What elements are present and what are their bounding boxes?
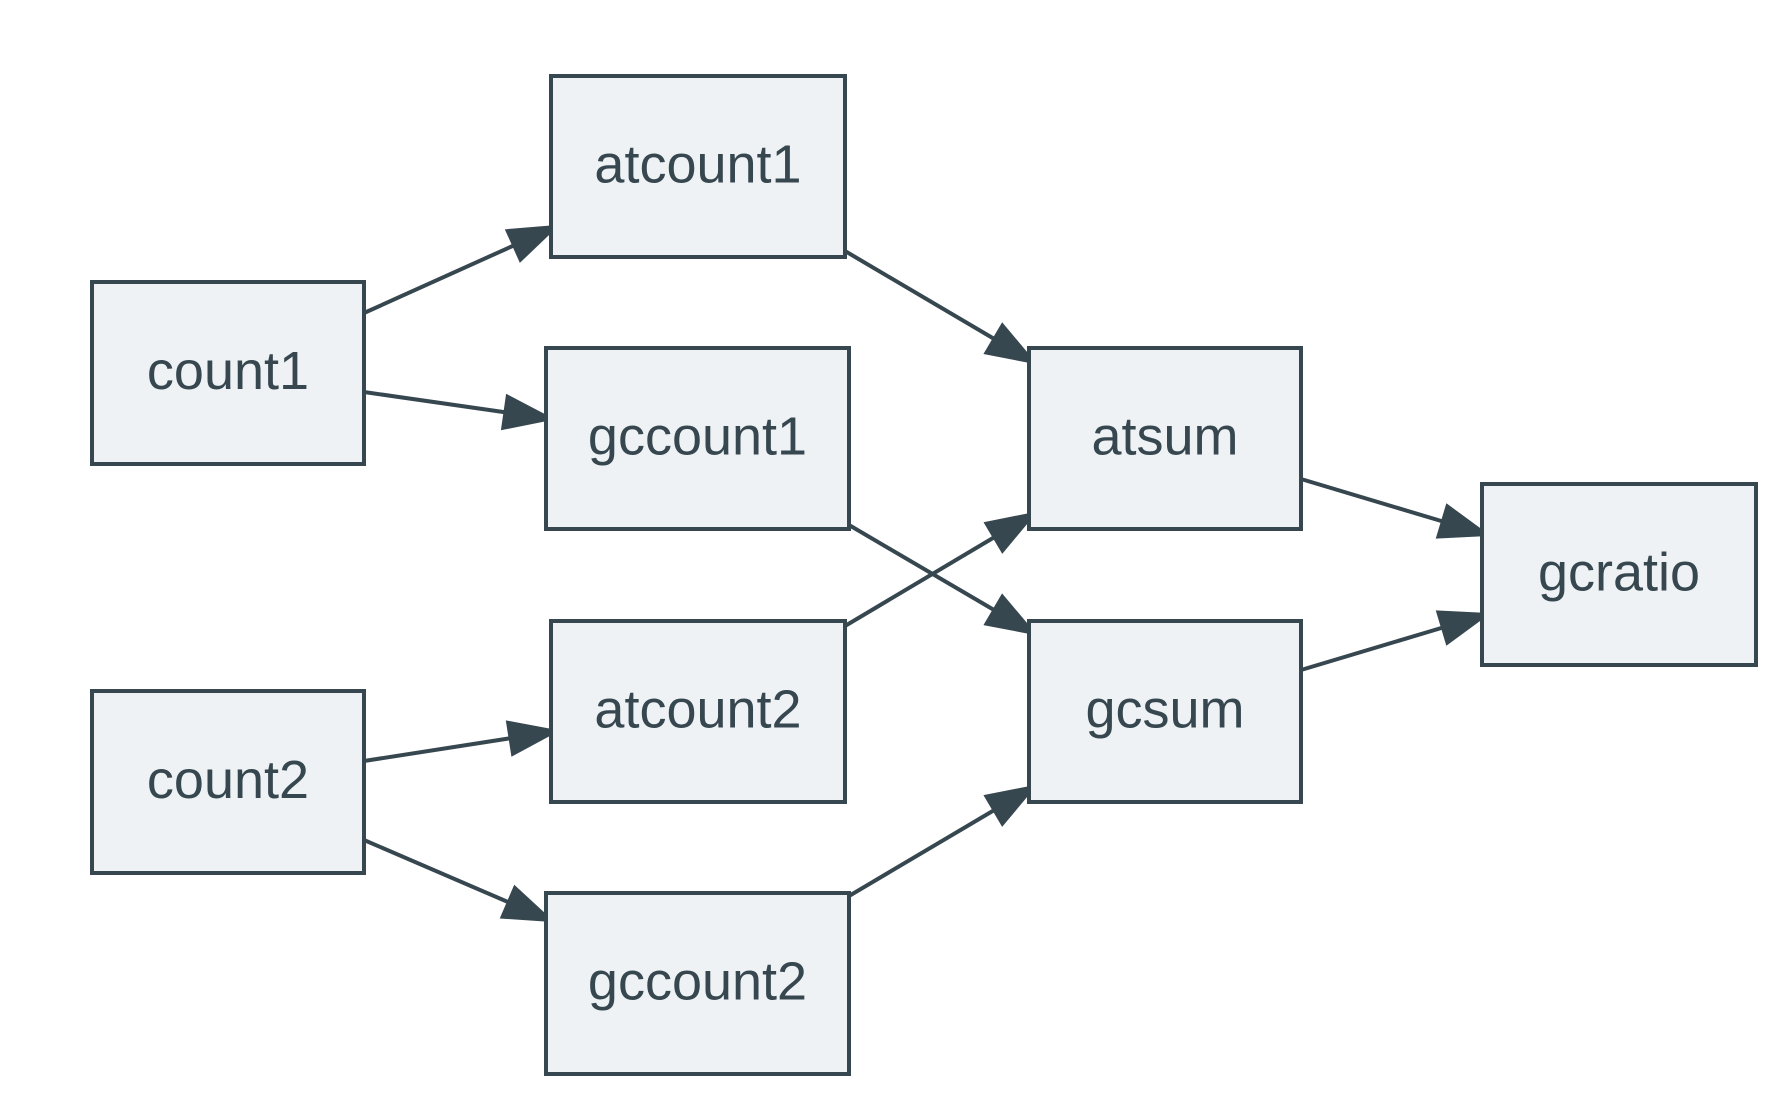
edge-count1-to-atcount1 <box>363 224 560 315</box>
edge-count2-to-atcount2 <box>363 720 560 763</box>
edge-line <box>1300 477 1447 525</box>
node-gccount1: gccount1 <box>544 346 851 531</box>
node-box <box>90 689 366 875</box>
edge-count2-to-gccount2 <box>363 838 555 923</box>
node-count2: count2 <box>90 689 366 875</box>
arrowhead-icon <box>499 884 555 923</box>
edge-gccount1-to-gcsum <box>847 523 1038 636</box>
node-box <box>1027 619 1303 804</box>
arrowhead-icon <box>1435 610 1491 646</box>
node-label: count2 <box>147 750 309 810</box>
edge-atcount1-to-atsum <box>843 249 1038 365</box>
arrowhead-icon <box>983 322 1038 365</box>
edge-line <box>363 735 514 763</box>
edge-count1-to-gccount1 <box>363 390 555 431</box>
edge-gccount2-to-gcsum <box>847 784 1038 898</box>
arrowhead-icon <box>504 224 560 263</box>
node-label: atsum <box>1091 407 1238 467</box>
arrowhead-icon <box>983 593 1038 636</box>
edge-line <box>363 390 509 415</box>
arrowhead-icon <box>505 720 560 757</box>
node-gccount2: gccount2 <box>544 891 851 1076</box>
edge-gcsum-to-gcratio <box>1300 610 1491 672</box>
edge-line <box>847 523 999 614</box>
edge-atsum-to-gcratio <box>1300 477 1491 539</box>
node-label: gccount1 <box>588 407 807 467</box>
edge-line <box>843 533 999 628</box>
edges-layer <box>363 224 1491 923</box>
node-atcount1: atcount1 <box>549 74 847 259</box>
edge-line <box>843 249 999 343</box>
arrowhead-icon <box>1435 503 1491 539</box>
node-atcount2: atcount2 <box>549 619 847 804</box>
arrowhead-icon <box>983 511 1038 554</box>
node-count1: count1 <box>90 280 366 466</box>
edge-line <box>363 242 518 315</box>
nodes-layer: count1 count2 atcount1 gccount1 atcount2 gcco… <box>90 74 1758 1076</box>
node-box <box>1027 346 1303 531</box>
node-box <box>549 74 847 259</box>
node-box <box>90 280 366 466</box>
node-box <box>1480 482 1758 667</box>
node-label: gccount2 <box>588 952 807 1012</box>
edge-line <box>1300 624 1447 672</box>
node-label: gcsum <box>1085 680 1244 740</box>
node-gcratio: gcratio <box>1480 482 1758 667</box>
arrowhead-icon <box>983 784 1038 827</box>
node-box <box>549 619 847 804</box>
node-box <box>544 346 851 531</box>
arrowhead-icon <box>500 393 555 431</box>
node-gcsum: gcsum <box>1027 619 1303 804</box>
edge-line <box>847 806 999 898</box>
node-label: gcratio <box>1538 543 1700 603</box>
node-box <box>544 891 851 1076</box>
node-label: count1 <box>147 341 309 401</box>
node-label: atcount1 <box>594 135 801 195</box>
node-atsum: atsum <box>1027 346 1303 531</box>
node-label: atcount2 <box>594 680 801 740</box>
edge-line <box>363 838 513 906</box>
edge-atcount2-to-atsum <box>843 511 1038 628</box>
